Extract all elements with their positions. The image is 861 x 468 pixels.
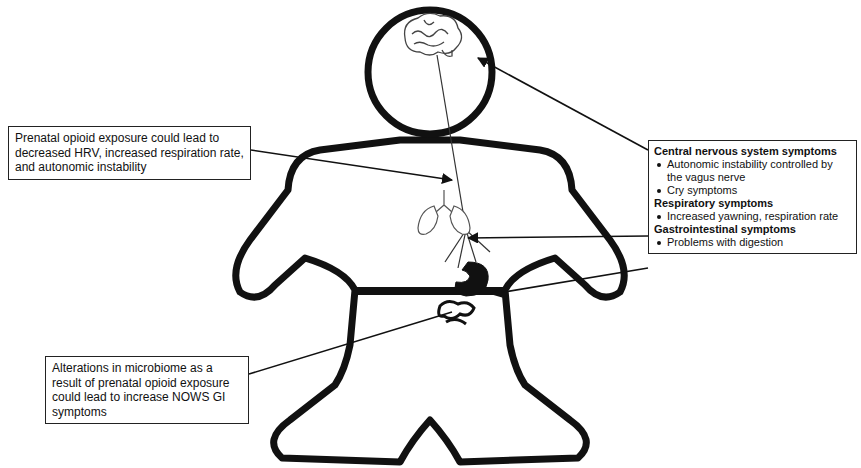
- body-outline: [236, 140, 624, 462]
- vagus-nerve: [437, 55, 490, 268]
- bullet-item: Increased yawning, respiration rate: [654, 210, 851, 223]
- section-heading: Central nervous system symptoms: [654, 145, 851, 158]
- text-row: Respiratory symptoms: [654, 197, 851, 210]
- note-box: Alterations in microbiome as a result of…: [45, 356, 249, 424]
- bullet-text: Problems with digestion: [667, 236, 851, 249]
- head-outline: [368, 10, 492, 134]
- text-row: Central nervous system symptoms: [654, 145, 851, 158]
- bullet-dot: [657, 163, 661, 167]
- gut-icon: [439, 262, 489, 324]
- bullet-item: Problems with digestion: [654, 236, 851, 249]
- leader-line: [468, 236, 648, 238]
- bullet-dot: [657, 215, 661, 219]
- section-heading: Gastrointestinal symptoms: [654, 223, 851, 236]
- leader-line: [251, 150, 452, 180]
- bullet-text: Cry symptoms: [667, 184, 851, 197]
- brain-icon: [405, 13, 462, 56]
- text-row: Prenatal opioid exposure could lead to d…: [15, 131, 244, 175]
- bullet-text: Autonomic instability controlled by the …: [667, 158, 851, 184]
- bullet-dot: [657, 189, 661, 193]
- section-heading: Respiratory symptoms: [654, 197, 851, 210]
- symptom-box: Central nervous system symptomsAutonomic…: [648, 140, 857, 254]
- text-row: Alterations in microbiome as a result of…: [52, 361, 242, 419]
- text-row: Gastrointestinal symptoms: [654, 223, 851, 236]
- note-text: Prenatal opioid exposure could lead to d…: [15, 131, 244, 175]
- leader-line: [249, 312, 452, 374]
- bullet-item: Autonomic instability controlled by the …: [654, 158, 851, 184]
- bullet-dot: [657, 241, 661, 245]
- bullet-item: Cry symptoms: [654, 184, 851, 197]
- leader-line: [478, 58, 648, 150]
- lungs-icon: [418, 190, 470, 234]
- note-box: Prenatal opioid exposure could lead to d…: [8, 126, 251, 180]
- bullet-text: Increased yawning, respiration rate: [667, 210, 851, 223]
- leader-line: [492, 268, 648, 294]
- note-text: Alterations in microbiome as a result of…: [52, 361, 242, 419]
